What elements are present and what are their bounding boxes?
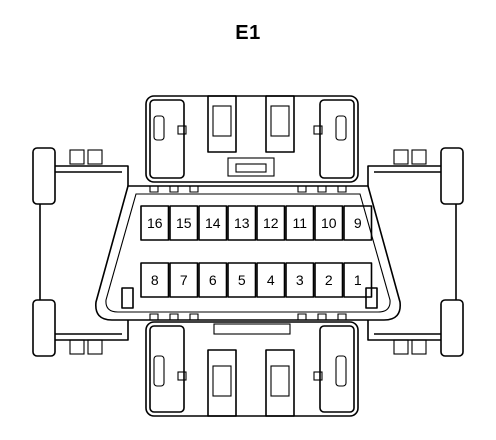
pin-label: 4 [267,272,275,288]
pin-label: 12 [263,215,279,231]
pin-cavity [285,262,315,298]
pin-cavity [314,262,344,298]
pin-label: 1 [354,272,362,288]
pin-label: 9 [354,215,362,231]
pin-label: 7 [180,272,188,288]
pin-cavity [169,205,199,241]
connector-title: E1 [235,22,261,44]
pin-cavity [343,205,373,241]
pin-label: 16 [147,215,163,231]
left-key [121,287,134,309]
pin-cavity [169,262,199,298]
pin-cavity [256,205,286,241]
pin-label: 5 [238,272,246,288]
pin-label: 14 [205,215,221,231]
pin-label: 3 [296,272,304,288]
pin-label: 13 [234,215,250,231]
bottom-latch-block [145,321,359,417]
pin-cavity [140,205,170,241]
pin-label: 15 [176,215,192,231]
pin-cavity [227,205,257,241]
pin-cavity [314,205,344,241]
pin-cavity [198,262,228,298]
pin-label: 10 [321,215,337,231]
pin-cavity [227,262,257,298]
pin-label: 6 [209,272,217,288]
pin-cavity [343,262,373,298]
pin-cavity [256,262,286,298]
pin-label: 8 [151,272,159,288]
top-latch-block [145,95,359,183]
pin-cavity [285,205,315,241]
pin-cavity [140,262,170,298]
left-wing [32,147,129,357]
connector-housing [95,185,401,321]
pin-grid: 16 15 14 13 12 11 10 9 8 7 6 5 4 3 2 1 [140,205,373,298]
pin-cavity [198,205,228,241]
pin-label: 11 [292,215,307,231]
pin-label: 2 [325,272,333,288]
